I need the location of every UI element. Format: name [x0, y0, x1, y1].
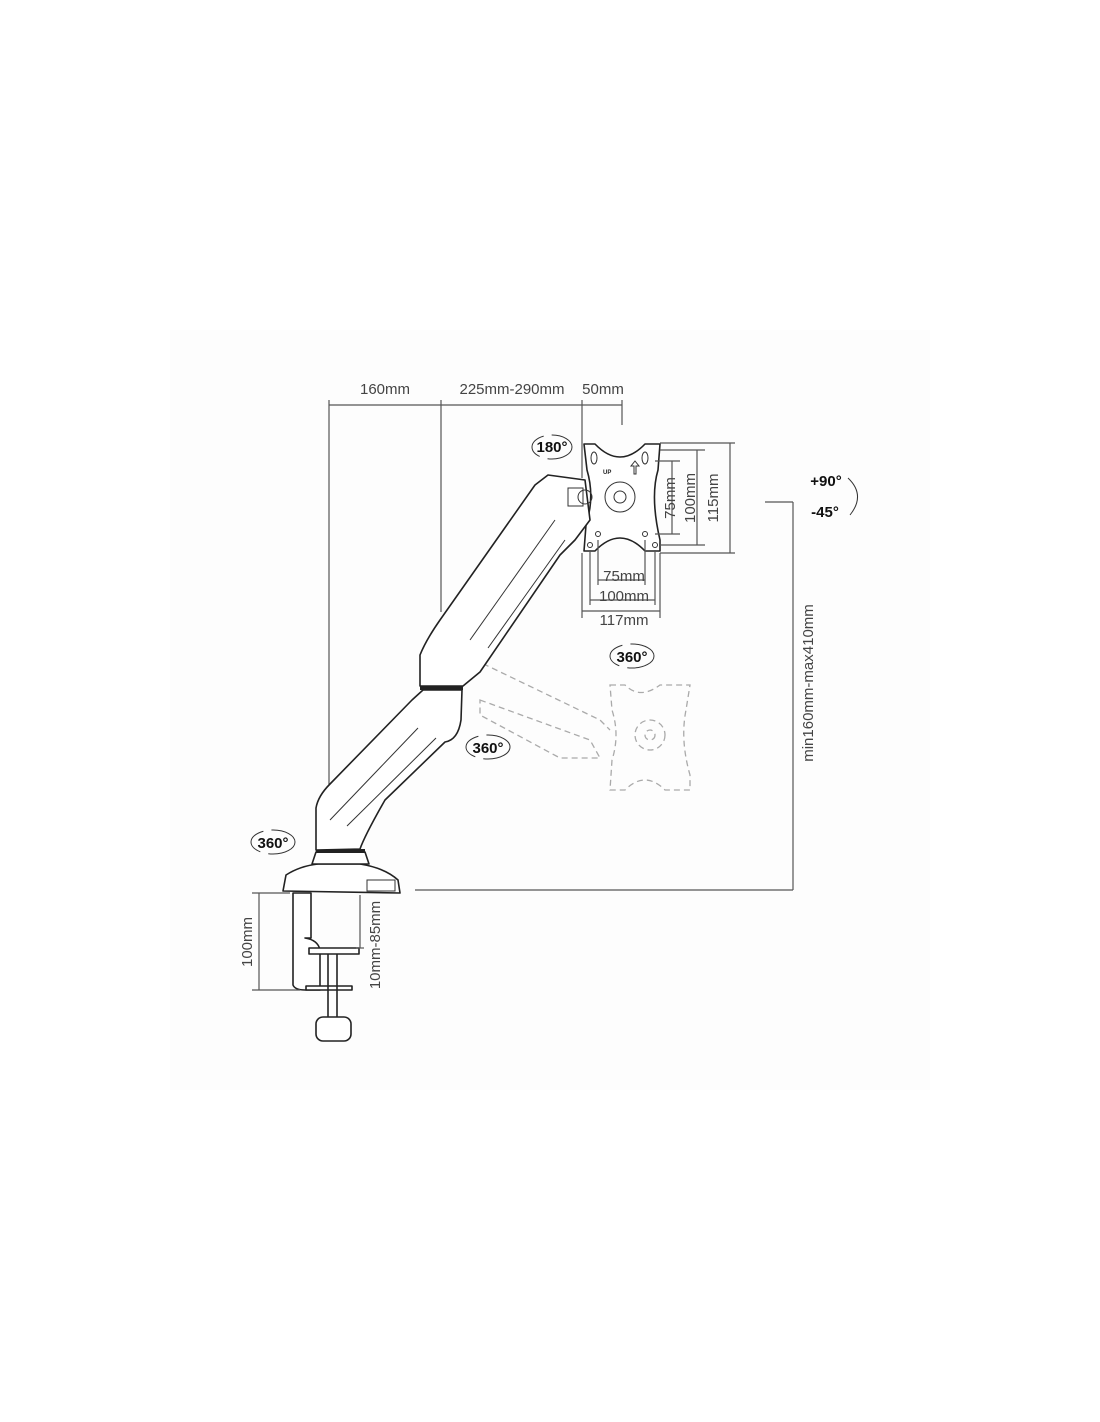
plate-height-label: 115mm: [705, 474, 722, 523]
plate-width-label: 117mm: [600, 612, 649, 629]
plate-offset-label: 50mm: [582, 381, 624, 398]
plate-up-marking: UP: [603, 470, 611, 476]
plate-rotation-label: 360°: [616, 649, 647, 666]
rotation-marker-plate-360: 360°: [609, 643, 655, 669]
top-dimension-lines: [328, 400, 623, 850]
clamp-knob: [315, 1016, 352, 1042]
ghost-arm-position: [464, 654, 691, 791]
swivel-180-label: 180°: [536, 439, 567, 456]
base-rotation-label: 360°: [257, 835, 288, 852]
upper-arm: [419, 474, 591, 687]
vesa-75-horizontal-label: 75mm: [603, 568, 645, 585]
rotation-marker-180: 180°: [531, 434, 573, 460]
tilt-down-label: -45°: [811, 504, 839, 521]
elbow-rotation-label: 360°: [472, 740, 503, 757]
vesa-plate: UP: [583, 443, 661, 552]
desk-clamp: [252, 892, 364, 1042]
tilt-up-label: +90°: [810, 473, 841, 490]
tilt-arrow-icon: [847, 477, 858, 516]
monitor-arm: [282, 474, 593, 894]
vesa-dimension-lines: [581, 442, 735, 618]
arm-reach-label: 225mm-290mm: [459, 381, 564, 398]
height-range-label: min160mm-max410mm: [800, 604, 817, 762]
lower-arm: [315, 689, 463, 851]
up-arrow-icon: [629, 460, 641, 475]
rotation-marker-elbow-360: 360°: [465, 734, 511, 760]
vesa-100-vertical-label: 100mm: [682, 473, 699, 523]
clamp-height-label: 100mm: [239, 917, 256, 967]
vesa-100-horizontal-label: 100mm: [599, 588, 649, 605]
desk-thickness-label: 10mm-85mm: [367, 901, 384, 989]
rotation-marker-base-360: 360°: [250, 829, 296, 855]
base-offset-label: 160mm: [360, 381, 410, 398]
height-dimension-lines: [415, 501, 794, 891]
vesa-75-vertical-label: 75mm: [662, 477, 679, 519]
